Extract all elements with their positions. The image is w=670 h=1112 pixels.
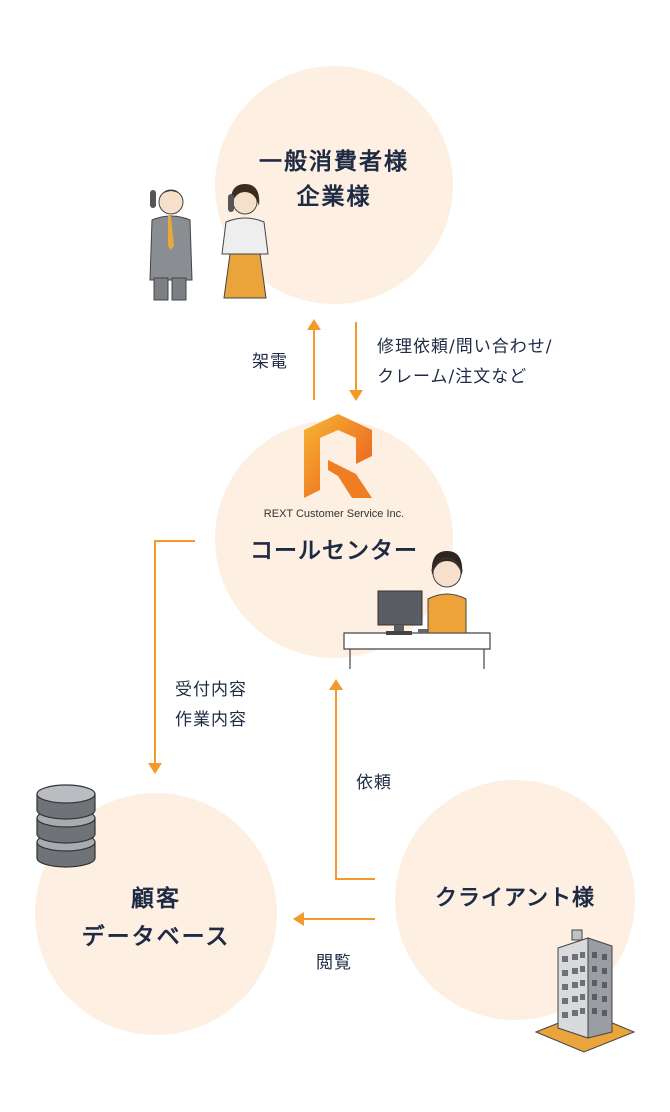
operator-illustration bbox=[343, 551, 491, 669]
client-label: クライアント様 bbox=[434, 886, 596, 911]
call-center-title: コールセンター bbox=[250, 538, 418, 564]
incoming-line2: クレーム/注文など bbox=[377, 367, 528, 387]
database-label: 顧客 データベース bbox=[35, 880, 277, 956]
database-line1: 顧客 bbox=[131, 886, 181, 912]
consumers-line1: 一般消費者様 bbox=[259, 149, 409, 175]
building-icon bbox=[534, 929, 636, 1053]
to-database-line1: 受付内容 bbox=[175, 680, 247, 700]
callers-illustration bbox=[149, 184, 269, 301]
incoming-line1: 修理依頼/問い合わせ/ bbox=[377, 337, 553, 357]
request-arrow bbox=[335, 688, 375, 880]
request-label: 依頼 bbox=[356, 773, 392, 793]
rext-logo-icon bbox=[304, 414, 372, 498]
call-out-label: 架電 bbox=[252, 352, 288, 372]
to-database-line2: 作業内容 bbox=[175, 710, 247, 730]
browse-label: 閲覧 bbox=[316, 953, 352, 973]
database-line2: データベース bbox=[81, 924, 231, 950]
businessman-figure bbox=[149, 189, 193, 301]
businesswoman-figure bbox=[221, 184, 269, 299]
database-icon bbox=[36, 784, 96, 868]
to-database-arrow bbox=[154, 540, 195, 766]
incoming-label: 修理依頼/問い合わせ/ クレーム/注文など bbox=[377, 332, 552, 392]
consumers-line2: 企業様 bbox=[296, 184, 372, 210]
consumers-label: 一般消費者様 企業様 bbox=[215, 145, 453, 215]
to-database-label: 受付内容 作業内容 bbox=[175, 675, 247, 735]
call-center-logo-text: REXT Customer Service Inc. bbox=[263, 508, 405, 520]
